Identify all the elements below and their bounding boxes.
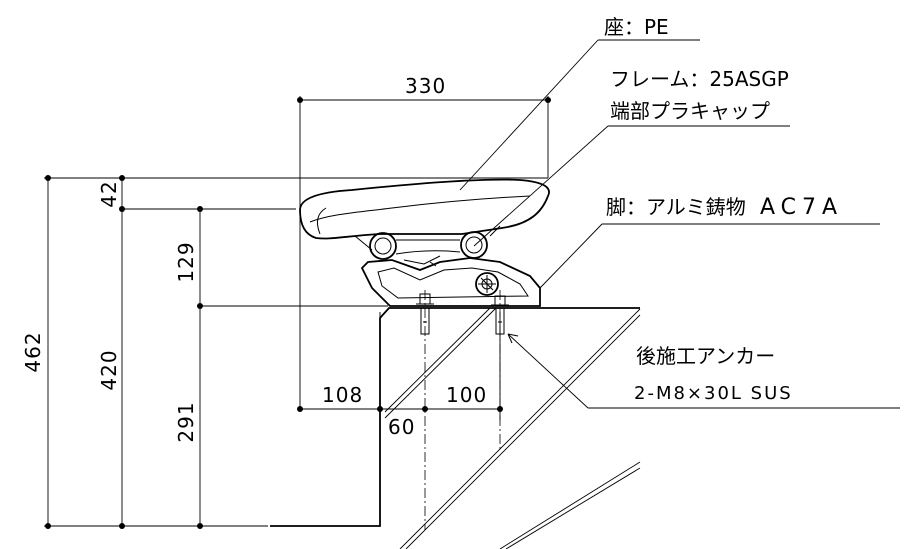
anchor-center-lines <box>424 290 501 530</box>
leg-casting <box>360 255 541 307</box>
dim-291: 291 <box>174 401 198 442</box>
callout-labels: 座：PE フレーム：25ASGP 端部プラキャップ 脚：アルミ鋳物 AC7A 後… <box>604 15 843 404</box>
dim-108: 108 <box>322 383 363 407</box>
label-leg-material: AC7A <box>760 195 843 220</box>
label-cap: 端部プラキャップ <box>610 99 770 123</box>
label-anchor-title: 後施工アンカー <box>636 344 775 368</box>
dim-420: 420 <box>97 349 121 390</box>
seat-body <box>299 178 550 240</box>
concrete-step <box>270 307 641 549</box>
label-leg: 脚：アルミ鋳物 <box>606 195 746 219</box>
dim-129: 129 <box>174 241 198 282</box>
label-seat: 座：PE <box>604 15 669 39</box>
dim-100: 100 <box>446 383 487 407</box>
label-anchor-spec: 2-M8×30L SUS <box>634 383 793 404</box>
anchor-bolts <box>416 293 509 335</box>
dim-462: 462 <box>21 331 45 372</box>
label-frame: フレーム：25ASGP <box>610 67 789 91</box>
leader-lines <box>459 39 900 409</box>
dim-330: 330 <box>405 74 446 98</box>
dim-42: 42 <box>97 180 121 207</box>
dim-60: 60 <box>388 415 415 439</box>
dimension-texts: 330 462 42 420 129 291 108 100 60 <box>21 74 487 443</box>
dimension-lines <box>44 96 551 529</box>
